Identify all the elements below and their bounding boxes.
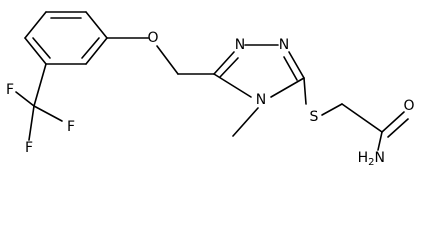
bond — [24, 11, 47, 39]
trifluoromethyl-group — [15, 63, 63, 141]
atom-n-top-right: N — [279, 37, 289, 53]
atom-amine: H2N — [358, 150, 385, 168]
atom-sulfur: S — [310, 109, 319, 125]
double-bond-inner — [387, 118, 409, 138]
bond — [28, 105, 35, 141]
bond — [303, 77, 307, 105]
bond — [156, 45, 179, 75]
atom-fluorine-right: F — [67, 119, 75, 135]
bond — [213, 73, 252, 98]
double-bond-inner — [219, 57, 239, 78]
atom-labels: O N N N S O H2N F F F — [6, 30, 415, 168]
ether-linkage — [106, 37, 215, 75]
atom-o-ether: O — [147, 30, 158, 46]
atom-fluorine-left: F — [6, 82, 14, 98]
molecule-structure: O N N N S O H2N F F F — [6, 11, 415, 168]
bond — [15, 91, 35, 107]
double-bond-inner — [81, 37, 100, 59]
bond — [33, 63, 47, 107]
double-bond-inner — [283, 56, 298, 81]
triazole-ring — [213, 44, 305, 137]
bond — [85, 11, 108, 39]
thioacetamide-chain — [303, 77, 409, 151]
double-bond-inner — [32, 37, 51, 59]
benzene-ring — [24, 11, 108, 65]
atom-fluorine-bottom: F — [25, 140, 33, 156]
bond — [85, 37, 108, 65]
atom-n-top-left: N — [235, 37, 245, 53]
bond — [213, 51, 235, 75]
atom-n-methyl: N — [256, 92, 266, 108]
bond — [288, 51, 305, 79]
bond — [270, 77, 305, 98]
bond — [341, 103, 383, 133]
methyl-bond — [232, 107, 259, 137]
bond — [381, 111, 405, 133]
bond — [377, 131, 383, 151]
bond — [321, 103, 343, 116]
atom-o-carbonyl: O — [403, 98, 414, 114]
bond — [33, 105, 63, 122]
bond — [24, 37, 47, 65]
